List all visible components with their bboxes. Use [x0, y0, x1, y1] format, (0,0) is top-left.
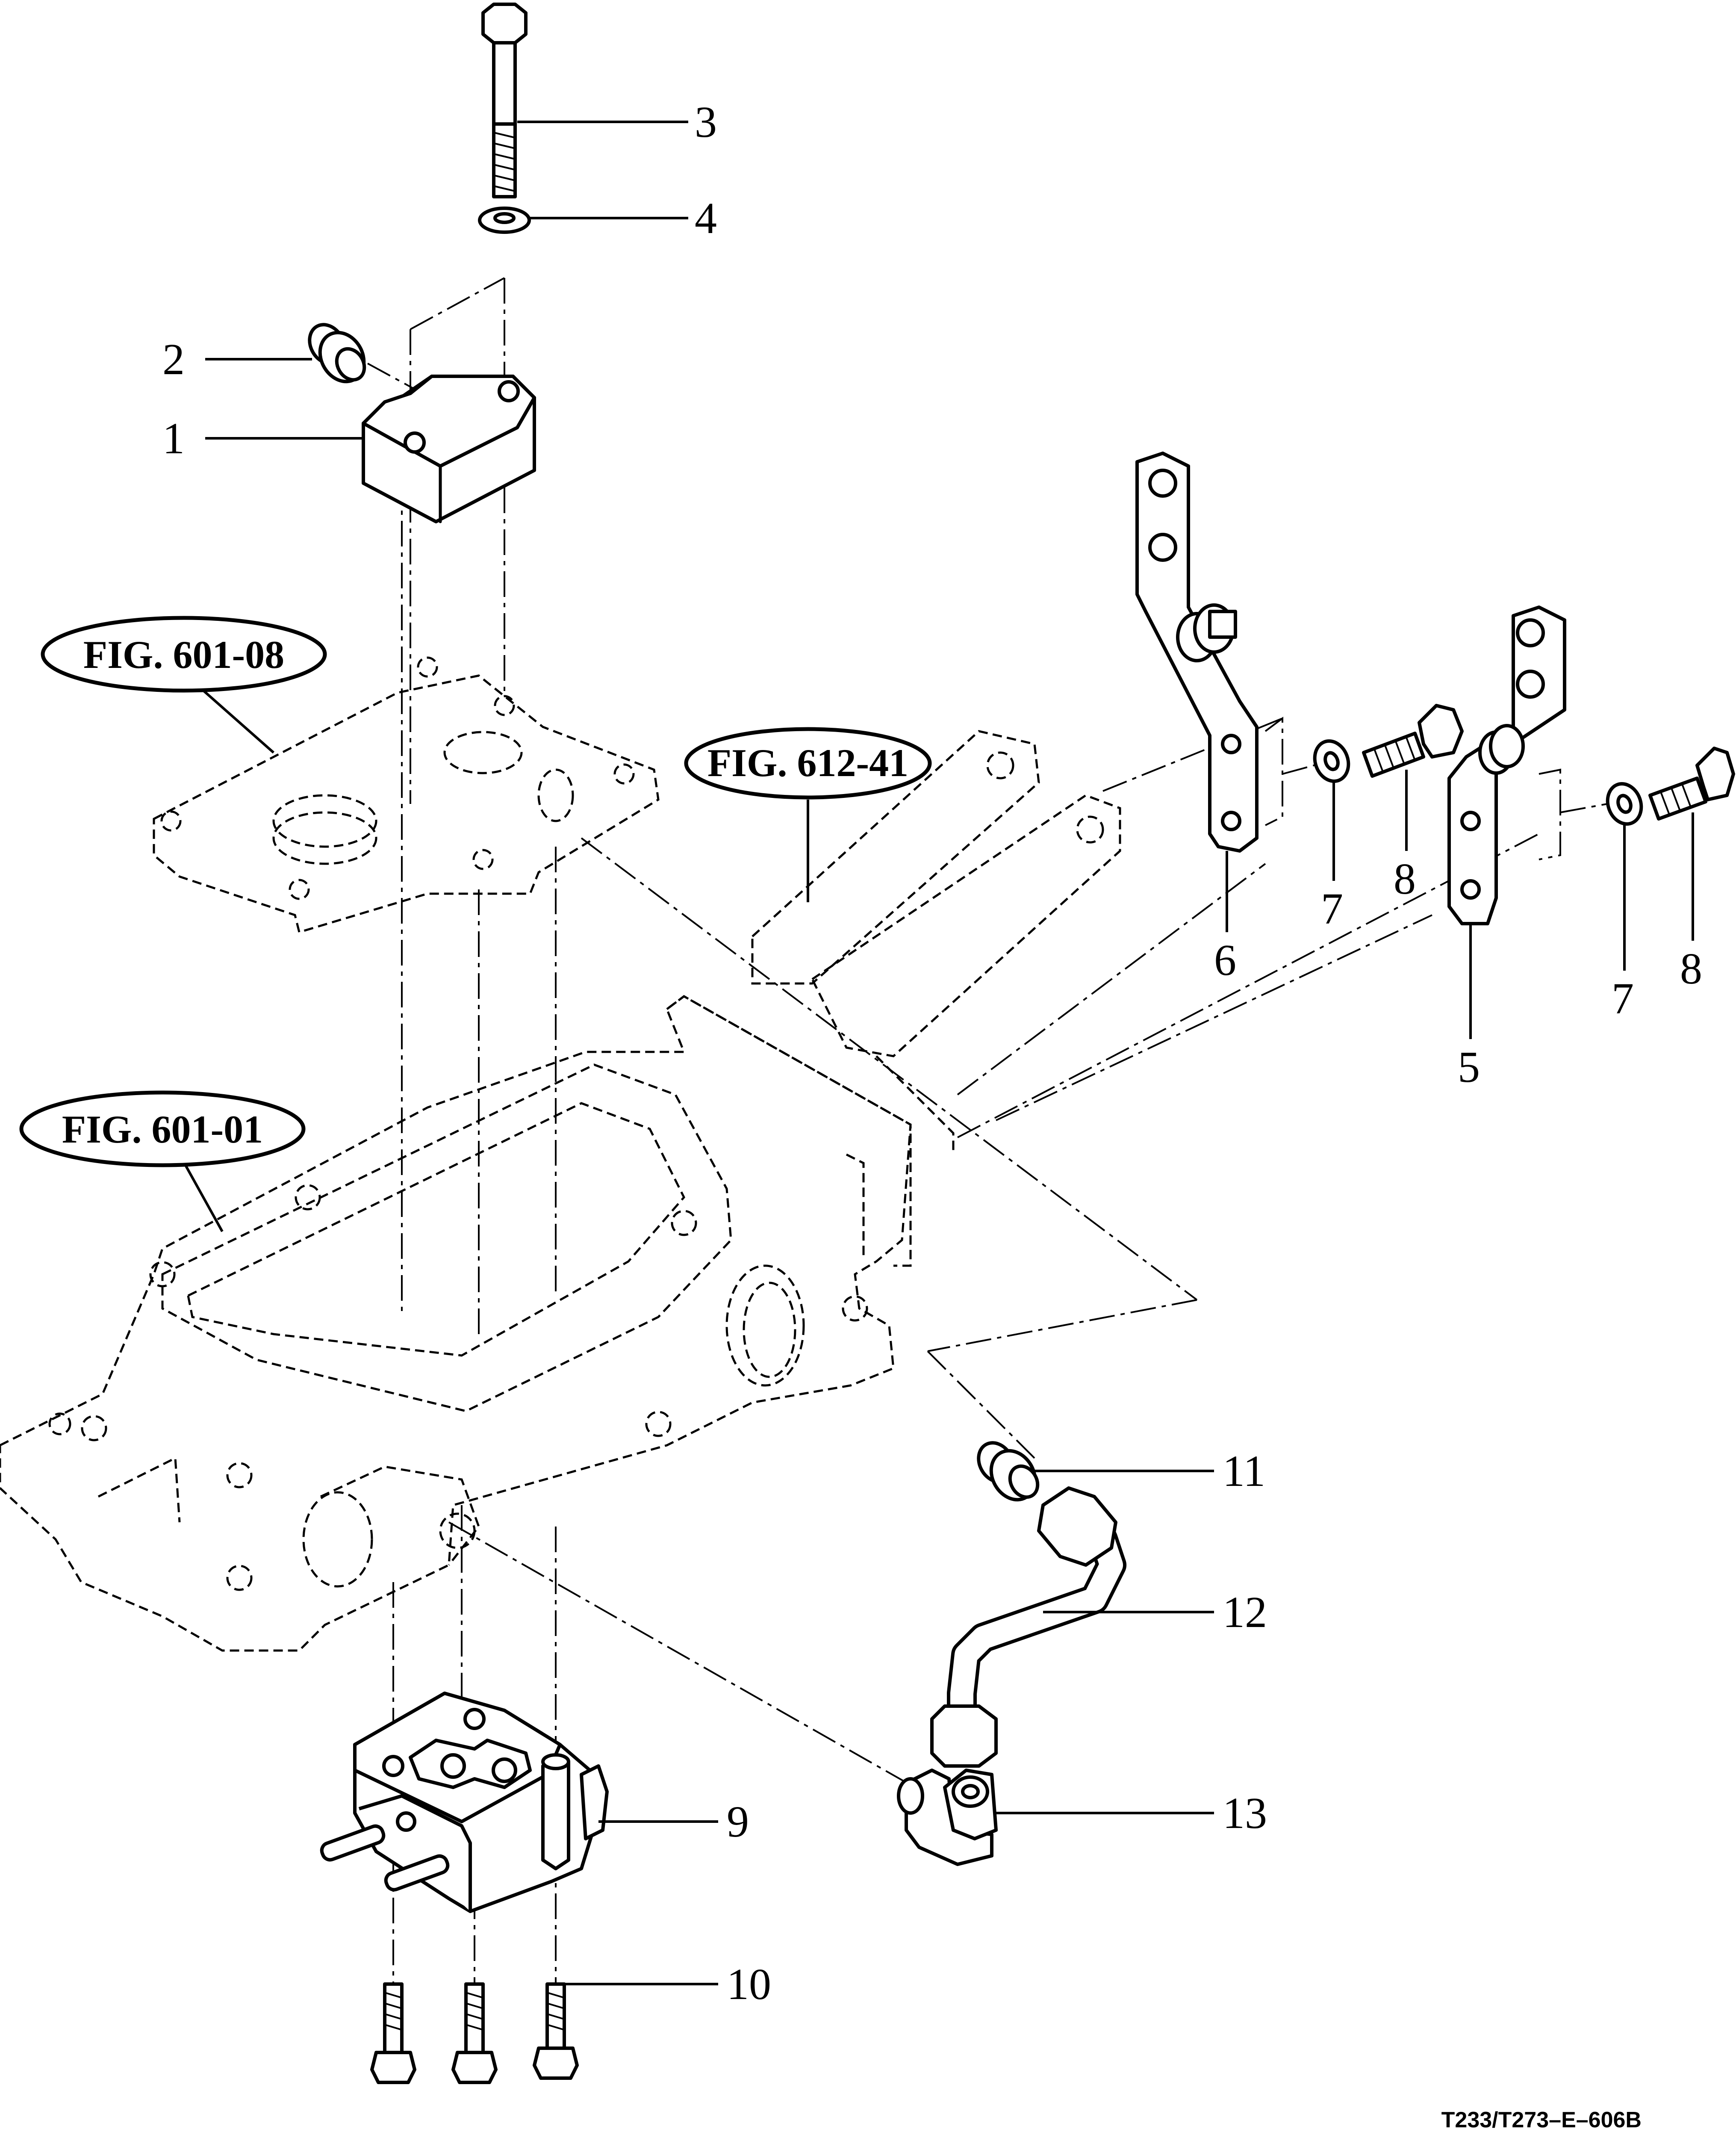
bolt-part-8-a — [1362, 704, 1464, 778]
callout-8-b: 8 — [1680, 944, 1702, 993]
leader-lines — [178, 121, 1694, 1985]
callout-5: 5 — [1458, 1042, 1480, 1092]
bolt-part-8-b — [1648, 747, 1735, 821]
figure-label-612-41: FIG. 612-41 — [707, 741, 908, 785]
pipe-part-12 — [930, 1486, 1126, 1768]
callout-1: 1 — [162, 414, 185, 463]
drawing-code: T233/T273–E–606B — [1441, 2108, 1642, 2132]
callout-2: 2 — [162, 335, 185, 384]
callout-9: 9 — [727, 1797, 749, 1846]
ghost-lift-arm — [751, 730, 1121, 1155]
callout-12: 12 — [1223, 1588, 1267, 1637]
figure-reference-601-01[interactable]: FIG. 601-01 — [19, 1090, 306, 1167]
elbow-part-13 — [897, 1769, 998, 1866]
callout-13: 13 — [1223, 1789, 1267, 1838]
valve-part-9 — [320, 1692, 609, 1913]
figure-label-601-01: FIG. 601-01 — [62, 1107, 263, 1151]
figure-label-601-08: FIG. 601-08 — [83, 633, 284, 676]
bracket-part-5 — [1447, 605, 1566, 925]
callout-3: 3 — [695, 97, 717, 147]
washer-part-7-a — [1313, 739, 1350, 783]
callout-7-a: 7 — [1321, 884, 1343, 933]
washer-part-7-b — [1606, 782, 1643, 826]
callout-10: 10 — [727, 1960, 771, 2009]
bolt-part-3 — [481, 3, 528, 198]
callout-11: 11 — [1223, 1447, 1265, 1496]
fitting-part-2 — [308, 323, 366, 384]
callout-numbers: 3 4 2 1 6 7 8 5 7 8 9 10 11 12 13 — [162, 97, 1702, 2009]
ghost-main-housing — [0, 995, 912, 1652]
washer-part-4 — [478, 207, 531, 234]
callout-7-b: 7 — [1612, 974, 1634, 1023]
alignment-lines — [367, 277, 1608, 1984]
ghost-upper-cover — [153, 656, 660, 934]
figure-reference-601-08[interactable]: FIG. 601-08 — [41, 616, 327, 693]
bolts-part-10 — [370, 1982, 579, 2084]
figure-reference-612-41[interactable]: FIG. 612-41 — [684, 727, 932, 800]
block-part-1 — [362, 375, 536, 523]
fitting-part-11 — [977, 1441, 1040, 1502]
callout-8-a: 8 — [1394, 854, 1416, 904]
callout-6: 6 — [1214, 936, 1236, 985]
callout-4: 4 — [695, 194, 717, 243]
bracket-part-6 — [1135, 452, 1259, 853]
